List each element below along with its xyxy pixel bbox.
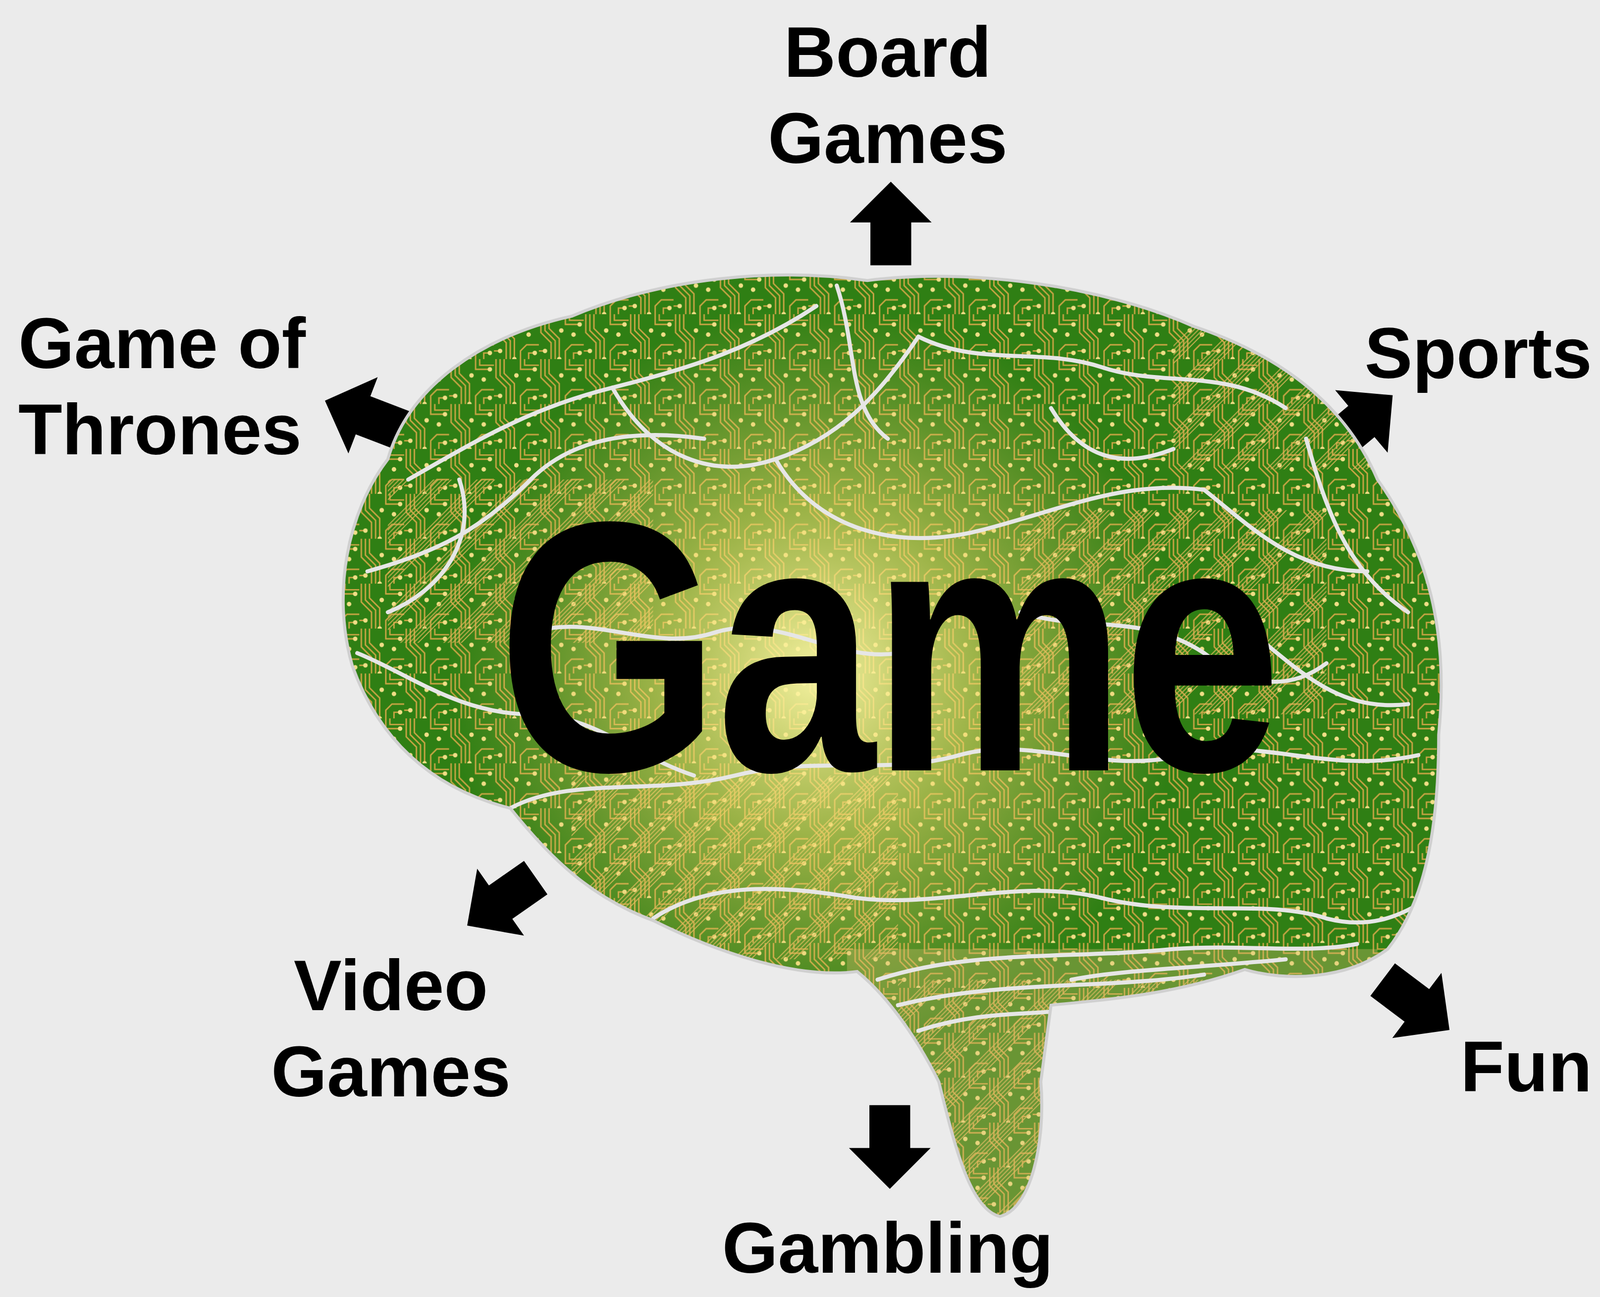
brain-fold — [387, 479, 465, 613]
category-label: Video Games — [270, 942, 511, 1115]
category-label: Board Games — [767, 8, 1008, 182]
category-label: Gambling — [722, 1208, 1054, 1288]
category-label: Sports — [1364, 310, 1593, 397]
category-label: Game of Thrones — [18, 300, 321, 473]
brain-fold — [918, 336, 1286, 409]
block-arrow — [1358, 947, 1475, 1063]
brain-fold — [1102, 898, 1429, 923]
brain-fold — [408, 306, 817, 480]
category-label: Fun — [1460, 1023, 1593, 1110]
brain-fold — [1071, 959, 1286, 980]
brain-fold — [612, 336, 919, 467]
brain-fold — [898, 974, 1205, 1006]
brain-fold — [836, 285, 888, 439]
block-arrow — [443, 844, 560, 960]
cerebellum-tint — [847, 949, 1378, 1225]
brain-fold — [652, 888, 1102, 919]
brain-fold — [918, 1010, 1062, 1031]
brain-fold — [877, 943, 1358, 980]
block-arrow — [849, 1105, 931, 1189]
block-arrow — [850, 181, 932, 266]
brain-fold — [1051, 408, 1174, 459]
center-word: Game — [497, 468, 1278, 826]
brain-fold — [1306, 438, 1409, 613]
